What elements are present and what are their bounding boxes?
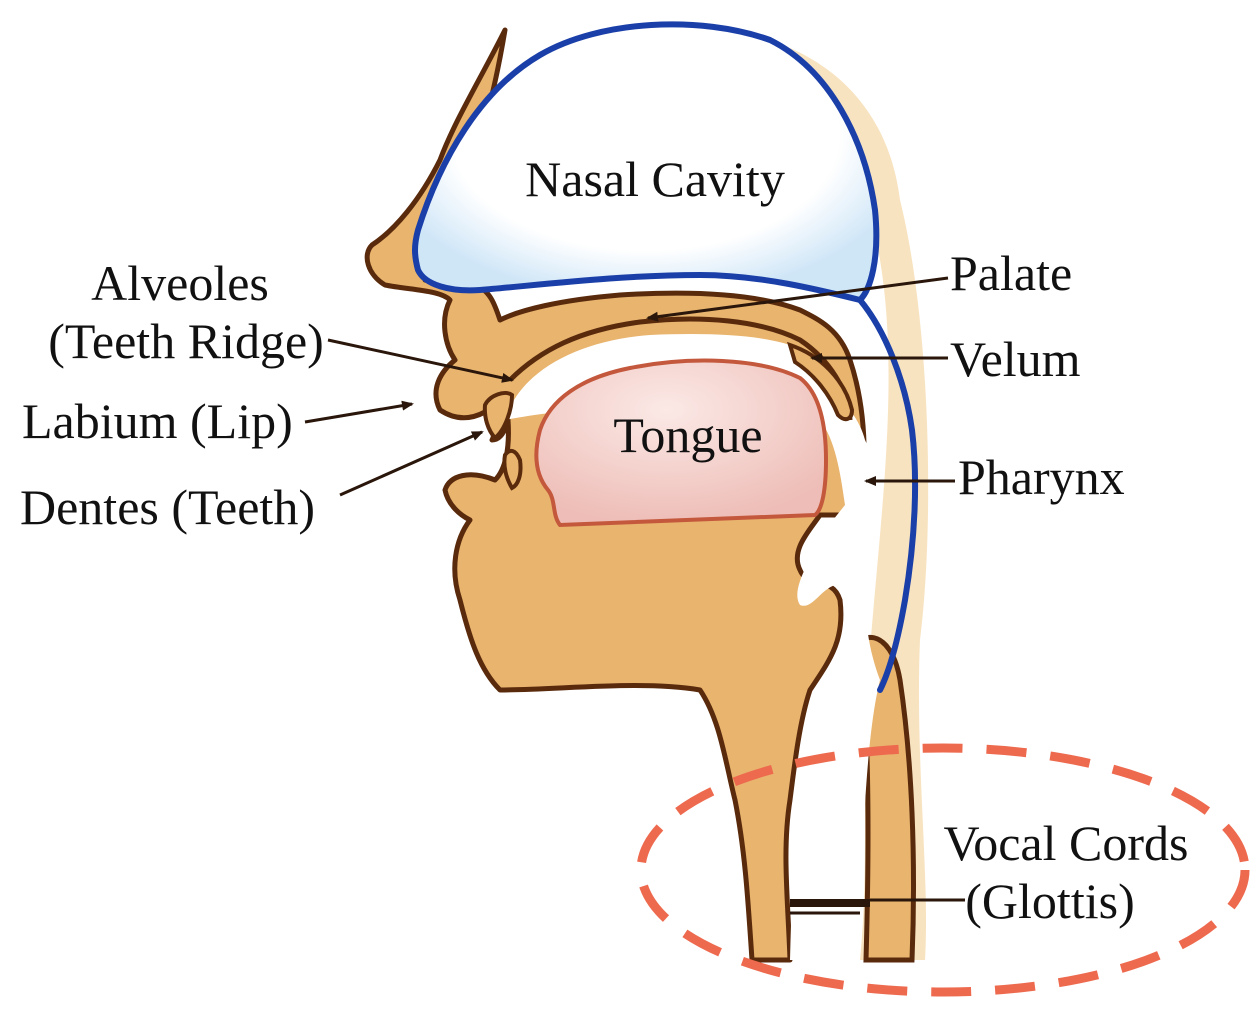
label-pharynx: Pharynx <box>958 449 1125 505</box>
arrow-labium <box>305 404 412 422</box>
label-nasal-cavity: Nasal Cavity <box>525 151 785 207</box>
label-palate: Palate <box>950 245 1072 301</box>
label-dentes: Dentes (Teeth) <box>20 479 315 535</box>
label-labium: Labium (Lip) <box>22 393 293 449</box>
label-vocal-cords: Vocal Cords <box>944 815 1189 871</box>
label-alveoles: Alveoles <box>91 255 269 311</box>
label-tongue: Tongue <box>613 407 762 463</box>
label-velum: Velum <box>950 331 1081 387</box>
label-teeth-ridge: (Teeth Ridge) <box>48 313 324 369</box>
label-glottis: (Glottis) <box>965 873 1134 929</box>
